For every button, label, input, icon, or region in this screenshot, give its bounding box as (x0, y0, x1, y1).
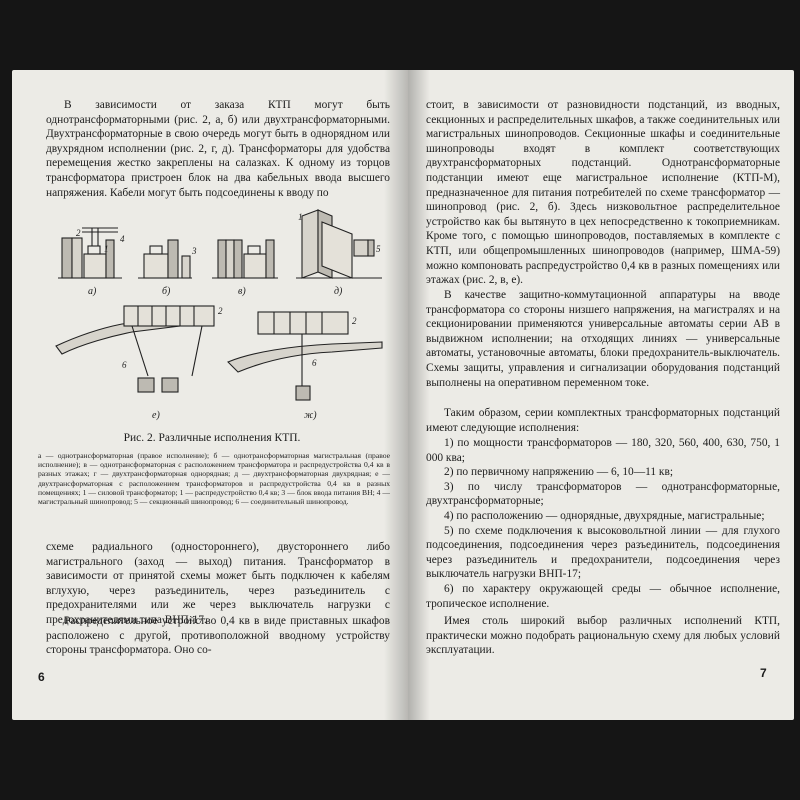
callout-5: 5 (376, 244, 381, 254)
right-paragraph-1: стоит, в зависимости от разновидности по… (426, 99, 780, 287)
panel-label-a: а) (88, 286, 97, 297)
callout-2-zh: 2 (352, 316, 357, 326)
left-paragraph-2: схеме радиального (одностороннего), двус… (46, 541, 390, 626)
callout-1-d: 1 (298, 212, 303, 222)
right-page: стоит, в зависимости от разновидности по… (408, 70, 794, 720)
panel-label-e: е) (152, 410, 160, 421)
panel-label-v: в) (238, 286, 246, 297)
panel-d-drawing (296, 209, 382, 279)
right-paragraph-2: В качестве защитно-коммутационной аппара… (426, 289, 780, 389)
left-paragraph-3: Распределительное устройство 0,4 кв в ви… (46, 615, 390, 657)
panel-a-drawing (58, 227, 122, 279)
right-paragraph-4: Имея столь широкий выбор различных испол… (426, 615, 780, 657)
callout-1: 1 (104, 244, 109, 254)
list-item: 3) по числу трансформаторов — однотрансф… (426, 480, 780, 508)
callout-2-e: 2 (218, 306, 223, 316)
list-item: 6) по характеру окружающей среды — обычн… (426, 582, 780, 610)
figure-caption-legend: а — однотрансформаторная (правое исполне… (38, 451, 390, 507)
list-item: 5) по схеме подключения к высоковольтной… (426, 524, 780, 581)
panel-label-zh: ж) (304, 410, 317, 421)
list-item: 4) по расположению — однорядные, двухряд… (444, 509, 765, 522)
panel-e-drawing (55, 305, 215, 393)
callout-3: 3 (191, 246, 197, 256)
list-item: 2) по первичному напряжению — 6, 10—11 к… (444, 466, 674, 479)
panel-v-drawing (212, 239, 278, 279)
panel-b-drawing (138, 239, 192, 279)
right-paragraph-3: Таким образом, серии комплектных трансфо… (426, 407, 780, 434)
panel-zh-drawing (227, 311, 383, 401)
page-number-right: 7 (760, 666, 767, 680)
callout-6-e: 6 (122, 360, 127, 370)
ktp-diagram: а) б) в) д) е) ж) 2 1 4 3 1 5 2 6 2 6 (55, 209, 383, 421)
book-spread: В зависимости от заказа КТП могут быть о… (12, 70, 794, 720)
figure-caption-title: Рис. 2. Различные исполнения КТП. (123, 432, 301, 444)
list-item: 1) по мощности трансформаторов — 180, 32… (426, 437, 780, 464)
gutter-shadow (408, 70, 430, 720)
panel-label-d: д) (334, 286, 343, 297)
page-number-left: 6 (38, 670, 45, 684)
gutter-shadow (384, 70, 408, 720)
figure-ktp-variants: а) б) в) д) е) ж) 2 1 4 3 1 5 2 6 2 6 (52, 206, 390, 428)
left-page: В зависимости от заказа КТП могут быть о… (12, 70, 408, 720)
callout-2: 2 (76, 228, 81, 238)
panel-label-b: б) (162, 286, 171, 297)
callout-6-zh: 6 (312, 358, 317, 368)
callout-4: 4 (120, 234, 125, 244)
left-paragraph-1: В зависимости от заказа КТП могут быть о… (46, 99, 390, 199)
variant-list: 1) по мощности трансформаторов — 180, 32… (426, 436, 780, 611)
